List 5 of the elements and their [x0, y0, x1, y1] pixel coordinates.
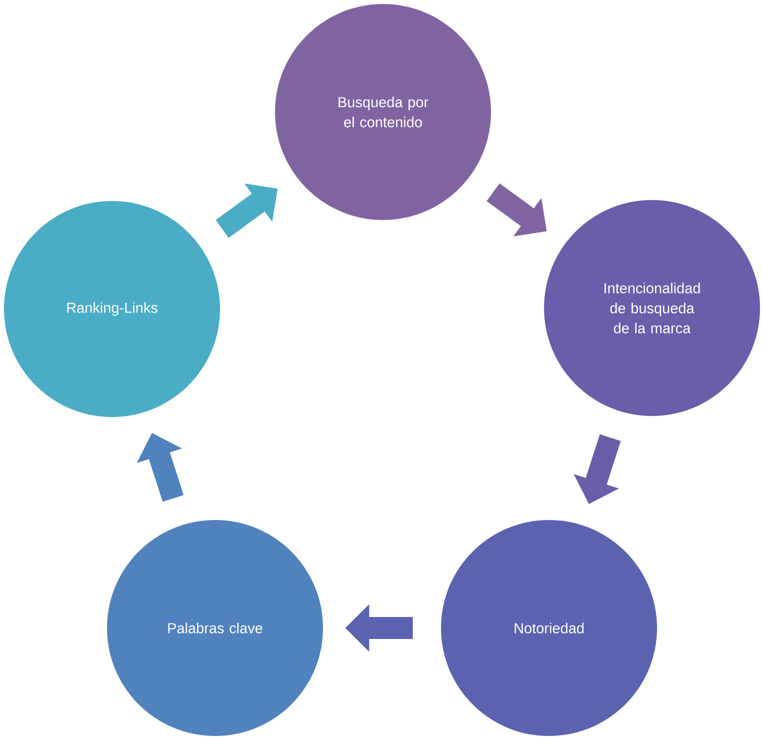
circle-node: Palabras clave — [107, 520, 323, 736]
circle-node: Intencionalidad de busqueda de la marca — [544, 200, 760, 416]
circle-node: Notoriedad — [441, 520, 657, 736]
circle-node: Busqueda por el contenido — [275, 4, 491, 220]
circle-node: Ranking-Links — [4, 201, 220, 417]
